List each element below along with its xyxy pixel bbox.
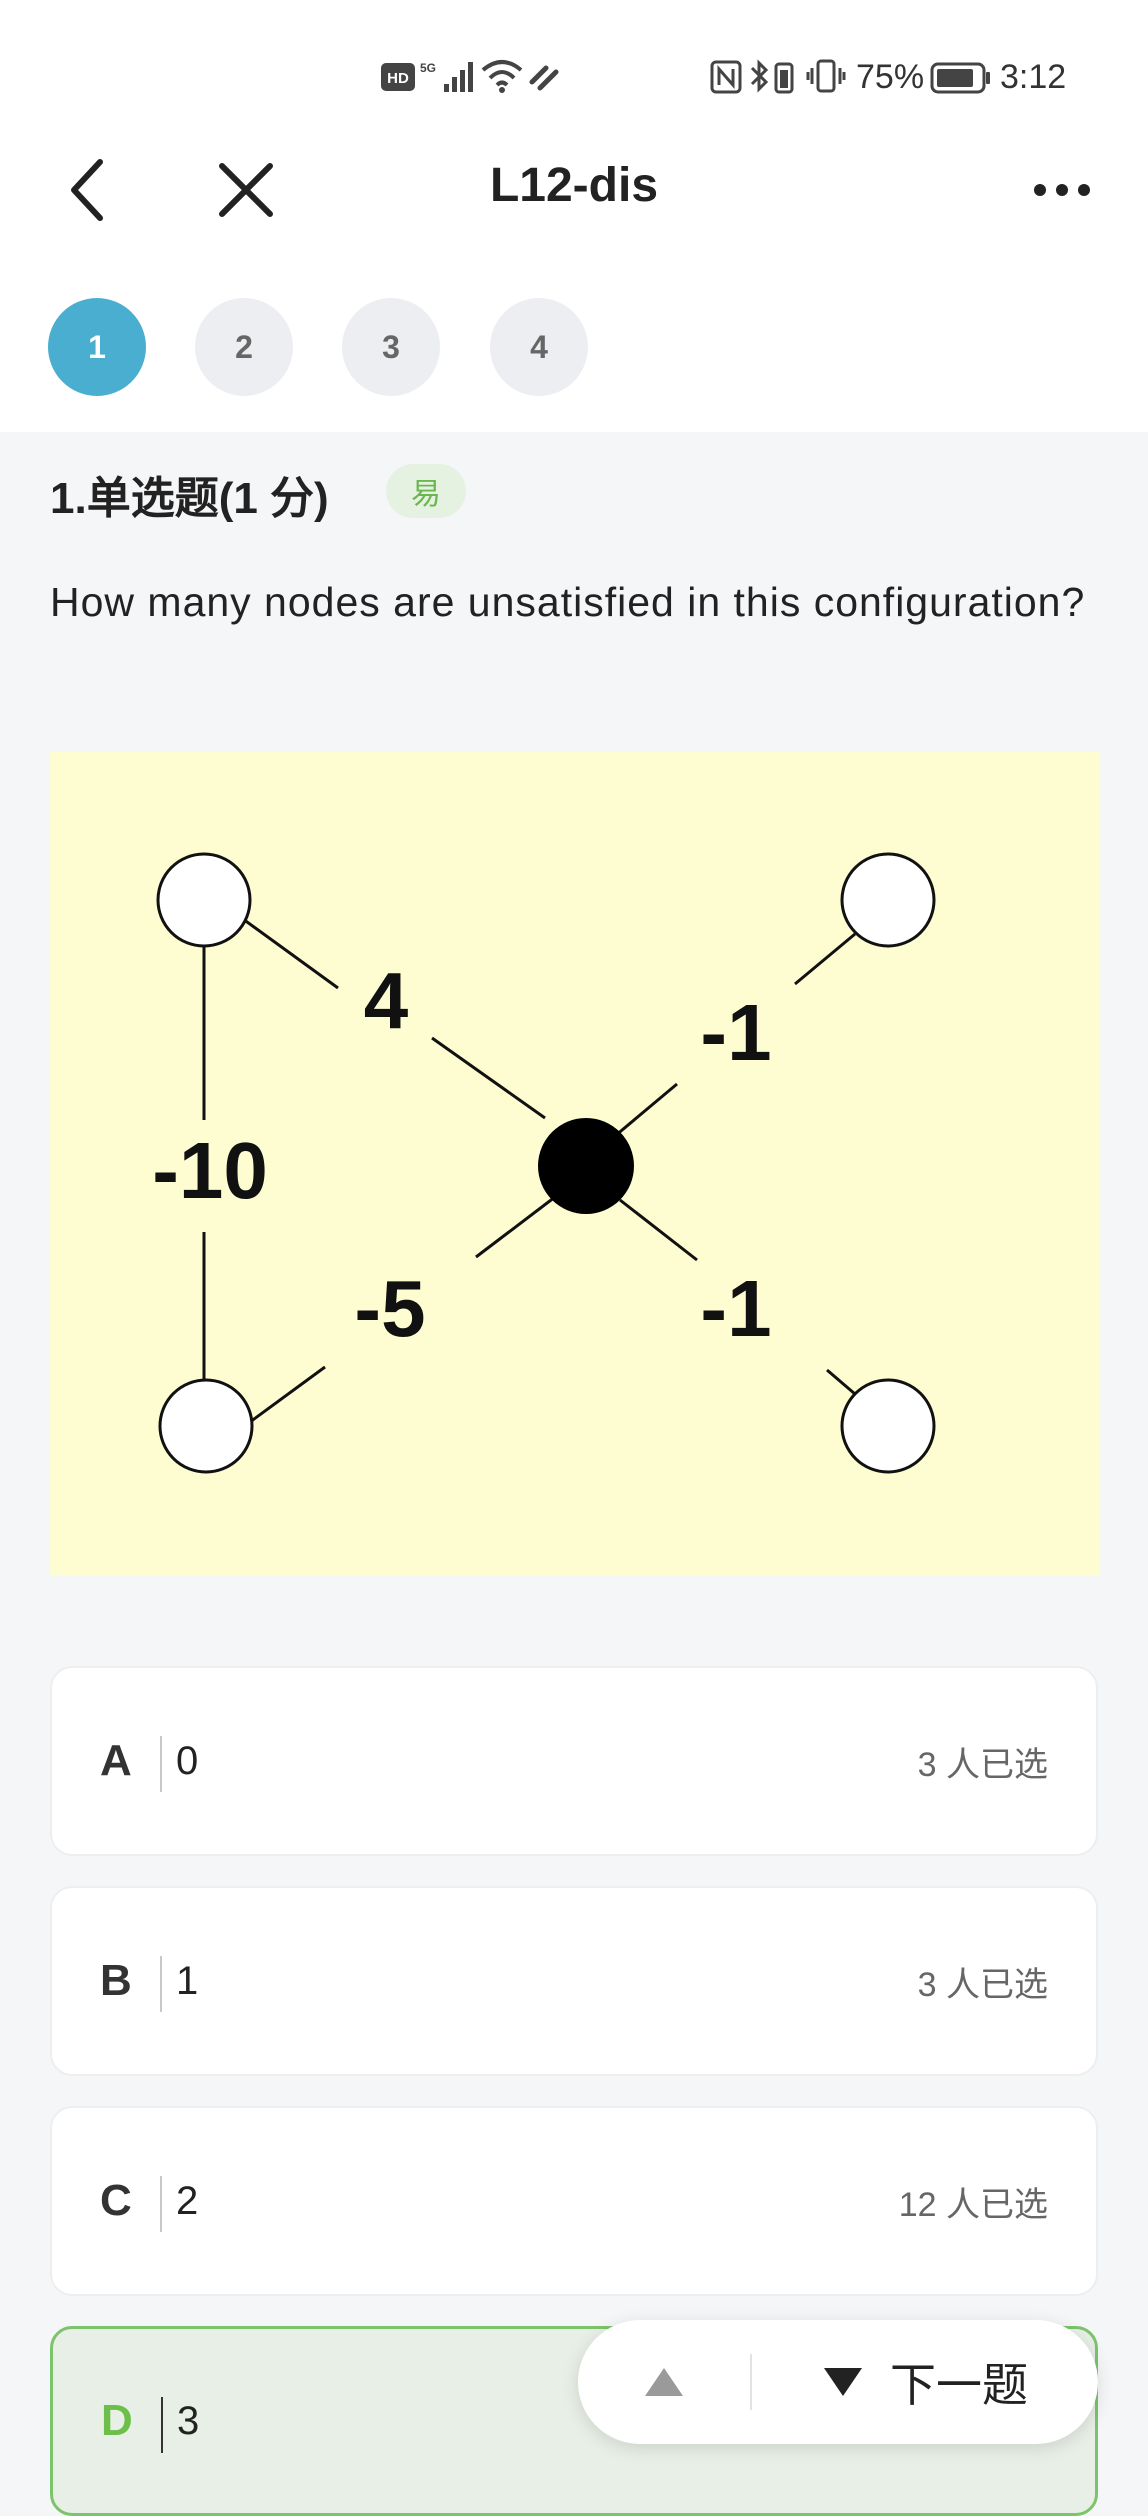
option-letter: B [100, 1956, 132, 2005]
previous-button[interactable] [578, 2320, 750, 2444]
question-text: How many nodes are unsatisfied in this c… [50, 579, 1086, 625]
signal-icon: 5G [420, 61, 473, 92]
clock: 3:12 [1000, 58, 1067, 96]
chevron-left-icon [71, 159, 103, 221]
tab-question-1[interactable]: 1 [48, 298, 146, 396]
edge-label: -10 [152, 1126, 268, 1215]
bluetooth-icon [750, 59, 769, 93]
link-icon [529, 65, 559, 91]
close-button[interactable] [206, 150, 286, 230]
tab-question-4[interactable]: 4 [490, 298, 588, 396]
close-icon [219, 163, 273, 217]
tab-question-3[interactable]: 3 [342, 298, 440, 396]
option-value: 2 [176, 2178, 199, 2223]
option-a[interactable]: A 0 3 人已选 [50, 1666, 1098, 1856]
more-button[interactable] [1022, 150, 1102, 230]
question-figure: 4 -1 -10 -5 -1 [50, 752, 1100, 1576]
edge-label: -1 [700, 1264, 771, 1353]
option-letter: A [100, 1736, 132, 1785]
more-dots-icon [1034, 184, 1090, 196]
battery-icon [930, 62, 990, 94]
next-label: 下一题 [890, 2359, 1028, 2411]
battery-percent: 75% [856, 58, 925, 96]
svg-text:5G: 5G [420, 61, 436, 75]
difficulty-badge: 易 [386, 464, 466, 518]
page-title: L12-dis [489, 159, 659, 212]
option-value: 0 [176, 1738, 199, 1783]
tab-question-2[interactable]: 2 [195, 298, 293, 396]
edge-label: 4 [364, 956, 409, 1045]
status-bar: HD 5G 75% 3:12 [0, 0, 1148, 150]
option-value: 1 [176, 1958, 199, 2003]
svg-text:HD: HD [387, 70, 409, 87]
triangle-up-icon [645, 2368, 683, 2396]
center-node [538, 1118, 634, 1214]
triangle-down-icon [824, 2368, 862, 2396]
edge-label: -1 [700, 988, 771, 1077]
battery-small-icon [774, 62, 794, 94]
option-divider [161, 2397, 163, 2453]
nav-divider [750, 2354, 752, 2410]
back-button[interactable] [48, 150, 128, 230]
option-divider [160, 2176, 162, 2232]
edge-label: -5 [354, 1264, 425, 1353]
option-divider [160, 1736, 162, 1792]
question-nav: 下一题 [578, 2320, 1098, 2444]
next-button[interactable]: 下一题 [752, 2320, 1098, 2444]
option-count: 3 人已选 [917, 1965, 1048, 2004]
nfc-icon [710, 60, 742, 94]
option-count: 12 人已选 [898, 2185, 1048, 2224]
option-value: 3 [177, 2398, 200, 2443]
question-heading: 1.单选题(1 分) [50, 474, 329, 523]
option-divider [160, 1956, 162, 2012]
network-diagram: 4 -1 -10 -5 -1 [152, 852, 936, 1474]
option-b[interactable]: B 1 3 人已选 [50, 1886, 1098, 2076]
wifi-icon [481, 60, 523, 93]
option-letter: D [101, 2396, 133, 2445]
option-count: 3 人已选 [917, 1745, 1048, 1784]
option-letter: C [100, 2176, 132, 2225]
vibrate-icon [806, 59, 846, 93]
hd-icon: HD [381, 63, 415, 91]
option-c[interactable]: C 2 12 人已选 [50, 2106, 1098, 2296]
